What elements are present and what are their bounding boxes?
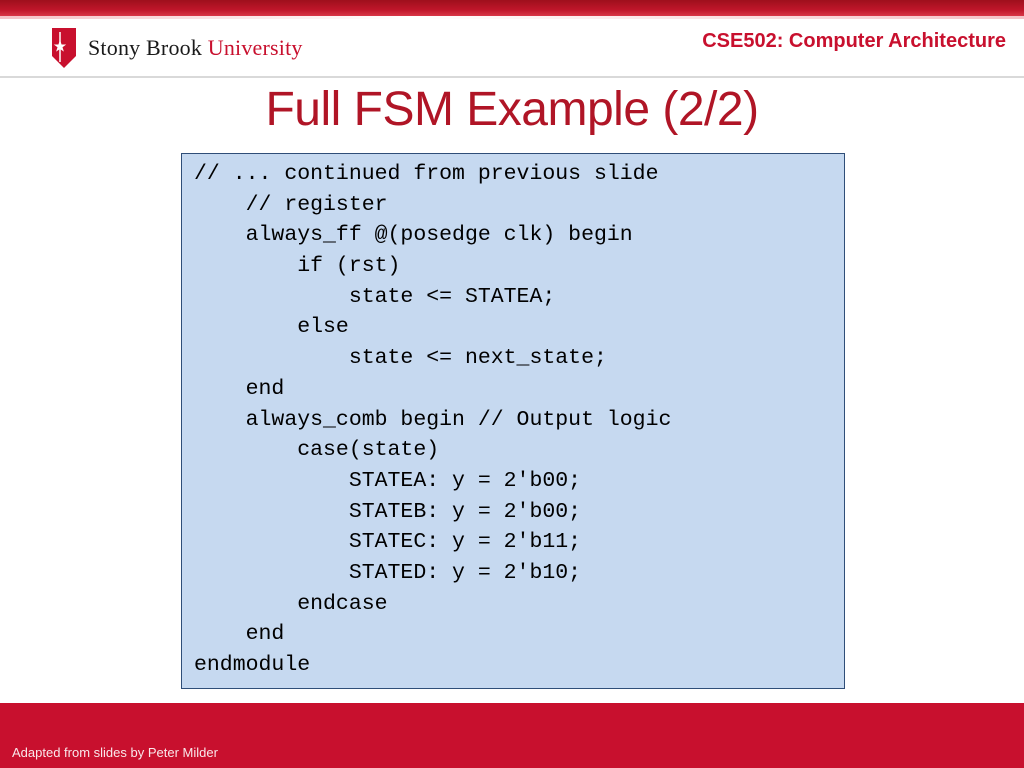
code-line: STATED: y = 2'b10; [194, 560, 582, 585]
shield-star-icon [52, 28, 76, 68]
code-line: if (rst) [194, 254, 401, 279]
header-divider [0, 76, 1024, 78]
slide-title: Full FSM Example (2/2) [265, 83, 759, 136]
code-line: state <= next_state; [194, 346, 607, 371]
code-line: endcase [194, 591, 388, 616]
code-line: state <= STATEA; [194, 284, 556, 309]
code-line: STATEC: y = 2'b11; [194, 530, 582, 555]
university-logo: Stony Brook University [50, 25, 303, 71]
code-line: // ... continued from previous slide [194, 162, 659, 186]
code-line: always_comb begin // Output logic [194, 407, 672, 432]
code-line: end [194, 376, 285, 401]
code-line: always_ff @(posedge clk) begin [194, 223, 633, 248]
top-accent-stripe [0, 0, 1024, 19]
code-line: endmodule [194, 653, 311, 677]
code-line: else [194, 315, 349, 340]
code-line: STATEB: y = 2'b00; [194, 499, 582, 524]
code-line: // register [194, 192, 388, 217]
code-line: STATEA: y = 2'b00; [194, 468, 582, 493]
code-block: // ... continued from previous slide // … [181, 153, 845, 689]
code-line: end [194, 622, 285, 647]
footer-credit: Adapted from slides by Peter Milder [12, 745, 218, 760]
footer-bar [0, 703, 1024, 768]
code-line: case(state) [194, 438, 440, 463]
logo-text-accent: University [207, 35, 303, 60]
logo-wordmark: Stony Brook University [88, 35, 303, 61]
logo-text-main: Stony Brook [88, 35, 208, 60]
course-title: CSE502: Computer Architecture [702, 30, 1006, 52]
